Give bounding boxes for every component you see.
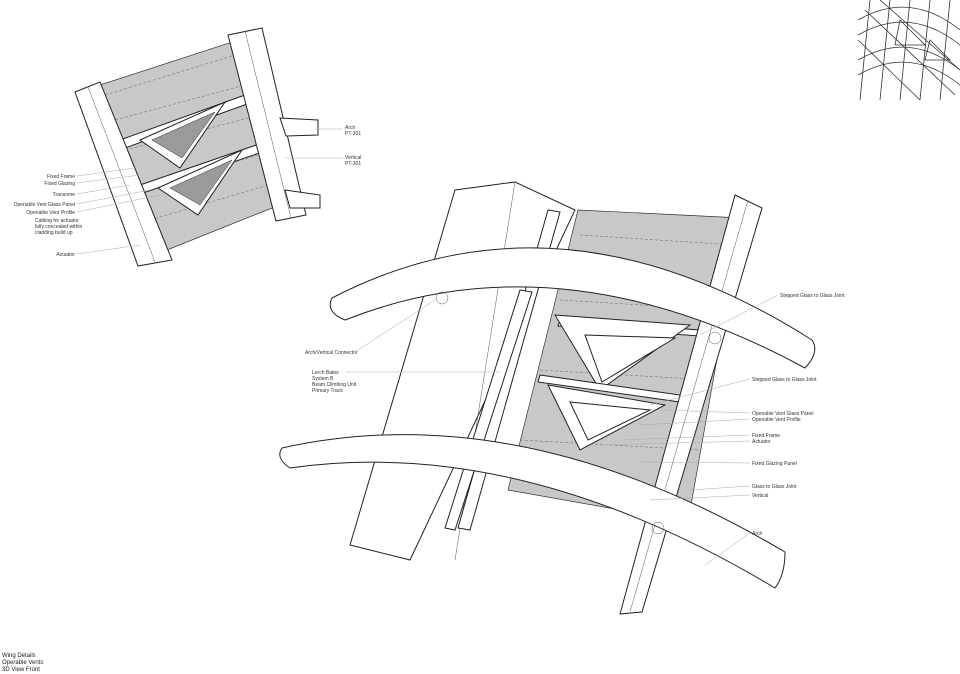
label-stepped-joint-2: Stepped Glass to Glass Joint: [752, 377, 817, 383]
thumbnail-3d-view: [857, 0, 960, 101]
title-line-1: Wing Details: [2, 653, 36, 659]
label-cabling-3: cladding build up: [35, 230, 73, 236]
label-track-2: System B: [312, 376, 334, 382]
label-transome: Transome: [53, 192, 76, 198]
label-vertical: Vertical: [345, 155, 361, 161]
label-cabling-1: Cabling for actuator: [35, 218, 79, 224]
label-track-4: Primary Track: [312, 388, 343, 394]
label-vent-glass-panel: Openable Vent Glass Panel: [14, 202, 75, 208]
title-block: Wing Details Operable Vents 3D View Fron…: [2, 653, 43, 674]
large-detail-labels: Arch/Vertical Connector Lerch Bates Syst…: [305, 293, 845, 566]
label-fixed-frame: Fixed Frame: [47, 174, 75, 180]
label-track-1: Lerch Bates: [312, 370, 339, 376]
label-fixed-glazing-panel: Fixed Glazing Panel: [752, 461, 797, 467]
small-vent-detail: [74, 27, 321, 267]
label-stepped-joint-1: Stepped Glass to Glass Joint: [780, 293, 845, 299]
label-arch: Arch: [345, 125, 356, 131]
label-actuator: Actuator: [56, 252, 75, 258]
small-detail-labels: Fixed Frame Fixed Glazing Transome Opena…: [14, 125, 362, 258]
label-vertical-code: PT-301: [345, 161, 361, 167]
label-actuator: Actuator: [752, 439, 771, 445]
label-fixed-glazing: Fixed Glazing: [44, 181, 75, 187]
label-track-3: Beam Climbing Unit: [312, 382, 357, 388]
title-line-2: Operable Vents: [2, 660, 44, 666]
label-arch: Arch: [752, 531, 763, 537]
label-glass-joint: Glass to Glass Joint: [752, 484, 797, 490]
title-line-3: 3D View Front: [2, 667, 40, 673]
label-vertical: Vertical: [752, 493, 768, 499]
label-vent-profile: Openable Vent Profile: [26, 210, 75, 216]
large-vent-detail: [279, 181, 816, 615]
label-vent-glass-panel: Openable Vent Glass Panel: [752, 411, 813, 417]
label-arch-code: PT-301: [345, 131, 361, 137]
label-vent-profile: Openable Vent Profile: [752, 417, 801, 423]
label-arch-vertical-connector: Arch/Vertical Connector: [305, 350, 358, 356]
label-cabling-2: fully concealed within: [35, 224, 82, 230]
label-fixed-frame: Fixed Frame: [752, 433, 780, 439]
